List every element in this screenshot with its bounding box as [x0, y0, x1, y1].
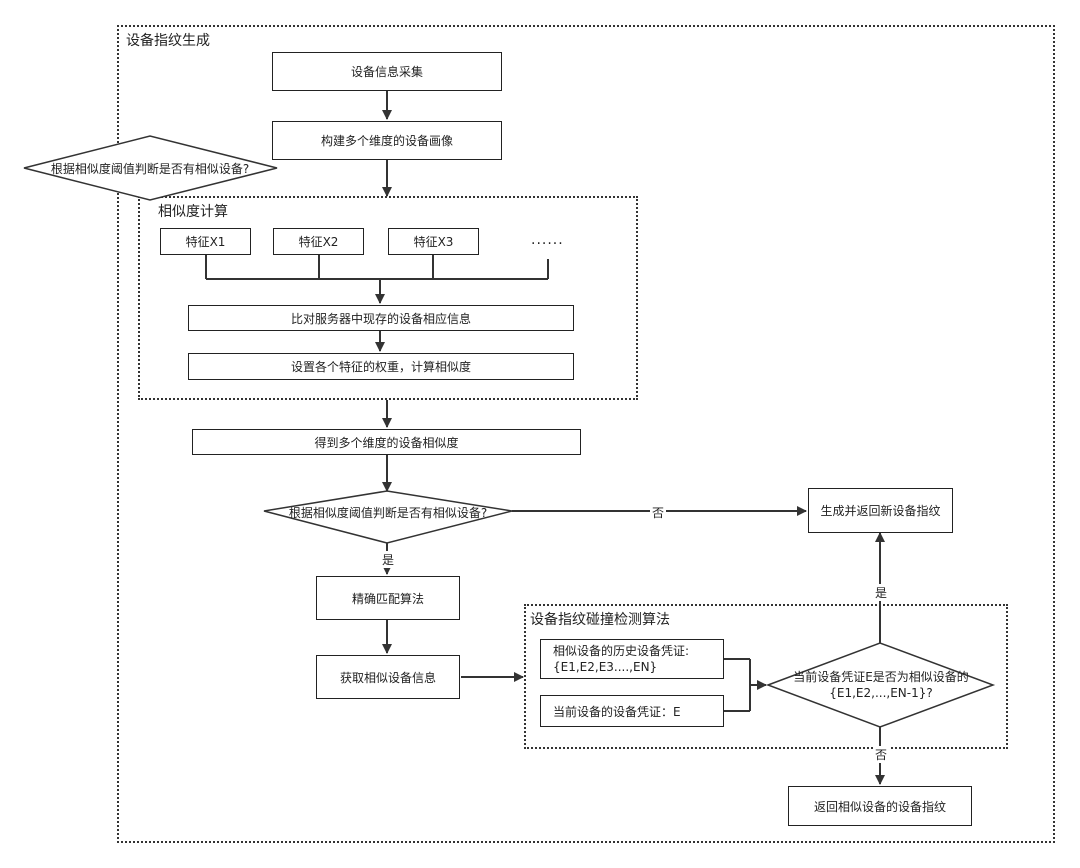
collision-diamond-shape: [765, 642, 996, 728]
edge-label-no-new: 否: [650, 504, 667, 521]
current-credential-box: 当前设备的设备凭证：E: [540, 695, 724, 727]
collision-question-line1: 当前设备凭证E是否为相似设备的: [793, 670, 969, 684]
feature-ellipsis: ......: [531, 232, 564, 248]
device-portrait-box: 构建多个维度的设备画像: [272, 121, 502, 160]
collision-frame-title: 设备指纹碰撞检测算法: [530, 612, 670, 628]
feature-x2-box: 特征X2: [273, 228, 364, 255]
decision-diamond-label: 根据相似度阈值判断是否有相似设备?: [288, 506, 488, 520]
collision-question-line2: {E1,E2,...,EN-1}?: [829, 686, 933, 700]
decision-diamond-shape: [263, 490, 513, 544]
compare-server-box: 比对服务器中现存的设备相应信息: [188, 305, 574, 331]
similarity-result-box: 得到多个维度的设备相似度: [192, 429, 581, 455]
collect-info-box: 设备信息采集: [272, 52, 502, 91]
return-similar-fingerprint-box: 返回相似设备的设备指纹: [788, 786, 972, 826]
edge-label-yes-collision: 是: [873, 584, 890, 601]
get-similar-info-box: 获取相似设备信息: [316, 655, 460, 699]
history-credential-line1: 相似设备的历史设备凭证:: [553, 644, 690, 658]
feature-x1-box: 特征X1: [160, 228, 251, 255]
similarity-frame: [138, 196, 638, 400]
history-credential-box: 相似设备的历史设备凭证: {E1,E2,E3....,EN}: [540, 639, 724, 679]
history-credential-line2: {E1,E2,E3....,EN}: [553, 660, 658, 674]
edge-label-no-collision: 否: [873, 746, 890, 763]
similarity-frame-title: 相似度计算: [158, 204, 228, 220]
new-fingerprint-box: 生成并返回新设备指纹: [808, 488, 953, 533]
collision-frame: [524, 604, 1008, 749]
stray-diamond-shape: [23, 135, 278, 201]
exact-match-box: 精确匹配算法: [316, 576, 460, 620]
feature-x3-box: 特征X3: [388, 228, 479, 255]
collision-diamond-label: 当前设备凭证E是否为相似设备的 {E1,E2,...,EN-1}?: [776, 669, 986, 701]
stray-diamond-label: 根据相似度阈值判断是否有相似设备?: [50, 162, 250, 176]
outer-frame: [117, 25, 1055, 843]
outer-frame-title: 设备指纹生成: [126, 33, 210, 49]
weights-box: 设置各个特征的权重，计算相似度: [188, 353, 574, 380]
edge-label-yes-exact: 是: [380, 551, 397, 568]
